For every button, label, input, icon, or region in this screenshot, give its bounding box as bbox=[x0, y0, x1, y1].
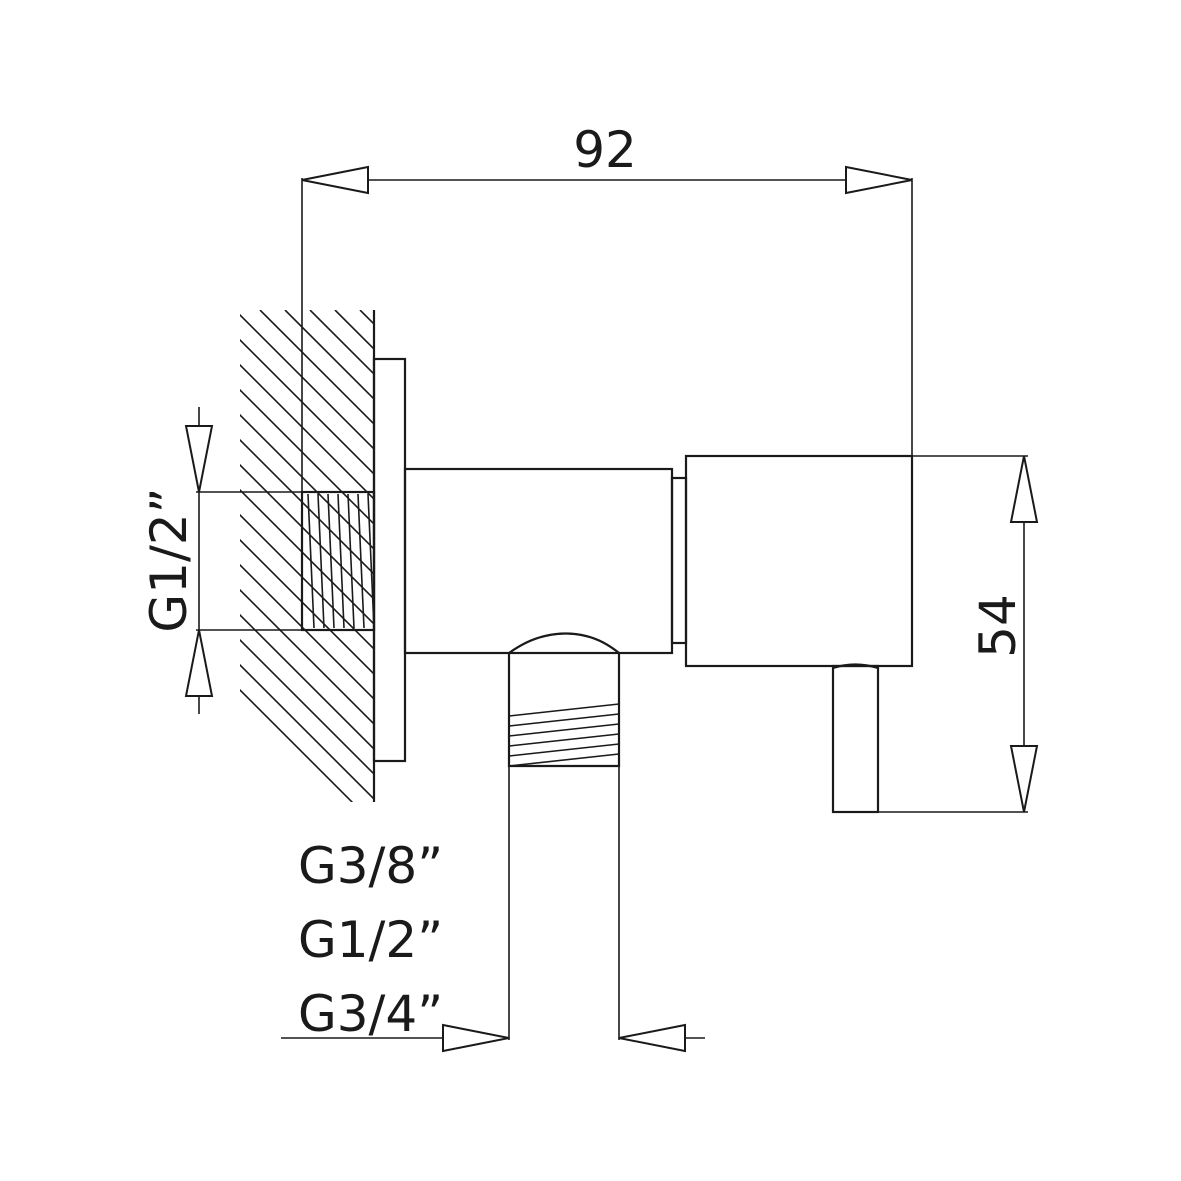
thread-line bbox=[508, 753, 620, 767]
thread-line bbox=[508, 703, 620, 717]
hatch-line bbox=[410, 310, 910, 810]
hatch-line bbox=[760, 310, 1181, 810]
hatch-line bbox=[240, 563, 374, 701]
dimension-inlet: G1/2” bbox=[140, 407, 302, 714]
inlet-thread-label: G1/2” bbox=[140, 487, 198, 632]
hatch-line bbox=[660, 310, 1160, 810]
hatch-line bbox=[240, 388, 374, 526]
thread-line bbox=[307, 493, 315, 629]
hatch-line bbox=[240, 338, 374, 476]
outlet-thread-label-1: G3/8” bbox=[298, 837, 443, 895]
arrow-left-icon bbox=[301, 165, 369, 195]
height-label: 54 bbox=[969, 594, 1027, 658]
collar bbox=[670, 476, 688, 645]
thread-line bbox=[508, 733, 620, 747]
hatch-line bbox=[284, 310, 374, 401]
hatch-line bbox=[240, 463, 374, 601]
thread-line bbox=[508, 723, 620, 737]
dimension-outlet: G3/8” G1/2” G3/4” bbox=[281, 766, 705, 1053]
thread-line bbox=[327, 493, 335, 629]
hatch-line bbox=[710, 310, 1181, 810]
hatch-line bbox=[785, 310, 1181, 810]
arrow-down-icon bbox=[1009, 745, 1039, 813]
hatch-line bbox=[510, 310, 1010, 810]
width-label: 92 bbox=[573, 121, 637, 179]
hatch-line bbox=[259, 310, 374, 426]
thread-line bbox=[317, 493, 325, 629]
thread-line bbox=[337, 493, 345, 629]
outlet-pipe bbox=[507, 632, 621, 768]
hatch-line bbox=[309, 310, 374, 376]
hatch-line bbox=[240, 613, 374, 751]
hatch-line bbox=[240, 663, 374, 801]
hatch-line bbox=[240, 488, 374, 626]
hatch-line bbox=[685, 310, 1181, 810]
wall-hatching bbox=[240, 310, 1181, 810]
hatch-line bbox=[585, 310, 1085, 810]
dimension-height: 54 bbox=[878, 455, 1039, 813]
handle-lever bbox=[831, 663, 880, 814]
hatch-line bbox=[240, 538, 374, 676]
hatch-line bbox=[240, 363, 374, 501]
arrow-down-icon bbox=[184, 425, 214, 493]
hatch-line bbox=[240, 688, 354, 802]
thread-line bbox=[508, 743, 620, 757]
hatch-line bbox=[240, 513, 374, 651]
inlet-thread bbox=[300, 490, 376, 632]
handle-block bbox=[684, 454, 914, 668]
arrow-right-icon bbox=[442, 1023, 510, 1053]
hatch-line bbox=[240, 413, 374, 551]
thread-line bbox=[508, 713, 620, 727]
thread-line bbox=[347, 493, 355, 629]
outlet-thread-label-3: G3/4” bbox=[298, 985, 443, 1043]
hatch-line bbox=[240, 313, 374, 451]
dimension-width: 92 bbox=[301, 121, 913, 492]
hatch-line bbox=[385, 310, 885, 810]
arrow-left-icon bbox=[618, 1023, 686, 1053]
arrow-up-icon bbox=[1009, 455, 1039, 523]
outlet-thread-label-2: G1/2” bbox=[298, 911, 443, 969]
hatch-line bbox=[460, 310, 960, 810]
thread-line bbox=[357, 493, 365, 629]
hatch-line bbox=[240, 588, 374, 726]
hatch-line bbox=[334, 310, 374, 351]
arrow-right-icon bbox=[845, 165, 913, 195]
flange-plate bbox=[372, 357, 407, 763]
hatch-line bbox=[735, 310, 1181, 810]
valve-body bbox=[403, 467, 674, 655]
hatch-line bbox=[560, 310, 1060, 810]
hatch-line bbox=[240, 638, 374, 776]
hatch-line bbox=[635, 310, 1135, 810]
hatch-line bbox=[485, 310, 985, 810]
arrow-up-icon bbox=[184, 629, 214, 697]
hatch-line bbox=[240, 438, 374, 576]
